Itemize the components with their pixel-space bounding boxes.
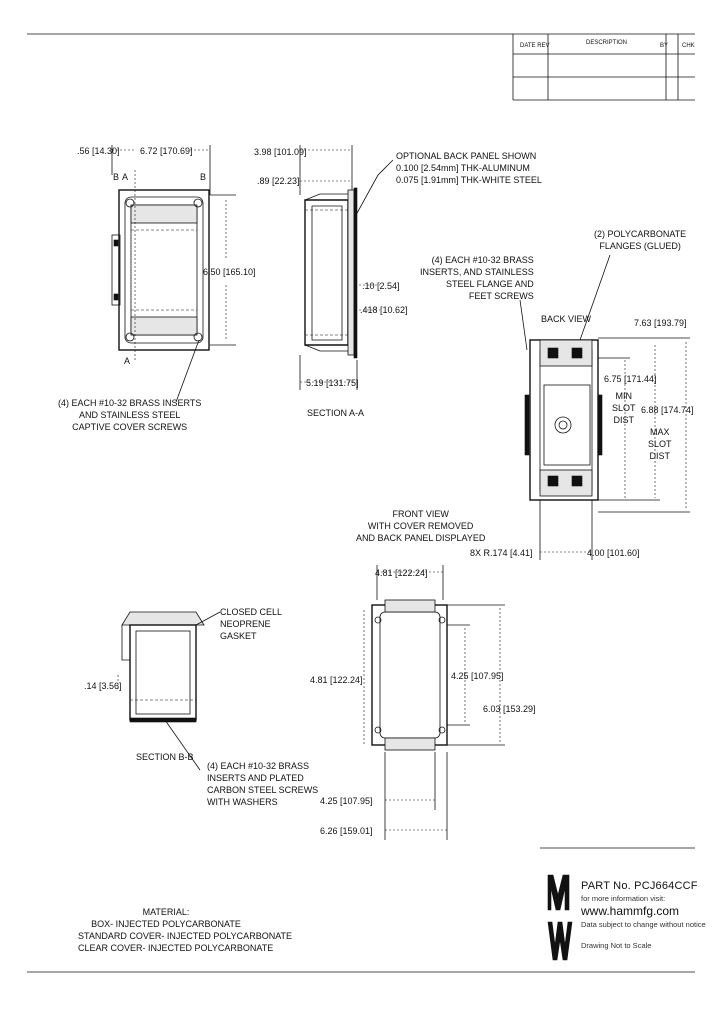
back-view-label: BACK VIEW — [541, 314, 592, 324]
dim-left-label: 4.81 [122.24] — [310, 675, 363, 685]
revision-block: DATE REV DESCRIPTION BY CHK — [512, 34, 695, 101]
note-flanges-line1: (2) POLYCARBONATE — [594, 229, 687, 239]
website-link[interactable]: www.hammfg.com — [581, 904, 680, 918]
min-slot-line3: DIST — [613, 415, 635, 425]
note-polycarbonate-flanges: (2) POLYCARBONATE FLANGES (GLUED) — [594, 228, 686, 252]
max-slot-line3: DIST — [649, 451, 671, 461]
note-back-panel-line3: 0.075 [1.91mm] THK-WHITE STEEL — [396, 175, 542, 185]
dim-radius-label: 8X R.174 [4.41] — [470, 548, 533, 558]
dim-base-label: 5.19 [131.75] — [306, 378, 359, 388]
note-bb-screws: (4) EACH #10-32 BRASS INSERTS AND PLATED… — [207, 760, 318, 808]
note-top-line3: CAPTIVE COVER SCREWS — [72, 422, 188, 432]
rev-col-description: DESCRIPTION — [586, 40, 627, 46]
note-gasket: CLOSED CELL NEOPRENE GASKET — [220, 606, 282, 642]
dim-bb-height-label: .14 [3.56] — [84, 681, 122, 691]
note-gasket-line1: CLOSED CELL — [220, 607, 283, 617]
back-view — [519, 254, 690, 560]
top-view: .56 [14.30] 6.72 [170.69] B A B A — [77, 145, 256, 403]
rev-col-chk: CHK — [682, 43, 695, 49]
front-caption-line1: FRONT VIEW — [392, 509, 449, 519]
note-top-line2: AND STAINLESS STEEL — [79, 410, 181, 420]
title-block: PART No. PCJ664CCF for more information … — [581, 880, 706, 950]
section-bb-label: SECTION B-B — [136, 752, 194, 762]
dim-overall-label: 7.63 [193.79] — [634, 318, 687, 328]
note-back-inserts-line4: FEET SCREWS — [468, 291, 534, 301]
dim-min-slot-label: 6.75 [171.44] — [604, 374, 657, 384]
part-number: PART No. PCJ664CCF — [581, 880, 698, 892]
min-slot-dist: MIN SLOT DIST — [612, 390, 636, 426]
hammond-logo — [547, 874, 573, 961]
note-back-inserts-line3: STEEL FLANGE AND — [446, 279, 534, 289]
note-gasket-line2: NEOPRENE — [220, 619, 271, 629]
visit-text: for more information visit: — [581, 894, 666, 903]
note-bb-line3: CARBON STEEL SCREWS — [207, 785, 319, 795]
max-slot-dist: MAX SLOT DIST — [648, 426, 672, 462]
max-slot-line2: SLOT — [648, 439, 672, 449]
dim-top-label: 4.81 [122.24] — [375, 568, 428, 578]
front-caption-line3: AND BACK PANEL DISPLAYED — [356, 533, 486, 543]
front-caption-line2: WITH COVER REMOVED — [367, 521, 474, 531]
note-back-inserts-line1: (4) EACH #10-32 BRASS — [431, 255, 534, 265]
dim-depth-label: 3.98 [101.09] — [254, 147, 307, 157]
section-a-left: A — [122, 172, 128, 182]
note-top-view-inserts: (4) EACH #10-32 BRASS INSERTS AND STAINL… — [58, 397, 201, 433]
material-line1: BOX- INJECTED POLYCARBONATE — [91, 919, 241, 929]
dim-inner-label: 4.25 [107.95] — [451, 671, 504, 681]
material-block: MATERIAL: BOX- INJECTED POLYCARBONATE ST… — [78, 906, 293, 954]
dim-flange-label: .56 [14.30] — [77, 146, 120, 156]
section-aa-view — [299, 145, 394, 390]
note-back-panel-line2: 0.100 [2.54mm] THK-ALUMINUM — [396, 163, 530, 173]
note-back-panel: OPTIONAL BACK PANEL SHOWN 0.100 [2.54mm]… — [396, 150, 542, 186]
dim-slot2-label: .418 [10.62] — [360, 305, 408, 315]
dim-outer-label: 6.03 [153.29] — [483, 704, 536, 714]
disclaimer-text: Data subject to change without notice — [581, 920, 706, 929]
rev-col-date: DATE REV — [520, 43, 550, 49]
max-slot-line1: MAX — [650, 427, 670, 437]
note-bb-line2: INSERTS AND PLATED — [207, 773, 304, 783]
dim-bottom2-label: 6.26 [159.01] — [320, 826, 373, 836]
front-view — [363, 565, 505, 840]
dim-slot-label: .10 [2.54] — [362, 281, 400, 291]
rev-col-by: BY — [660, 43, 668, 49]
note-bb-line4: WITH WASHERS — [207, 797, 278, 807]
min-slot-line2: SLOT — [612, 403, 636, 413]
section-b-left: B — [113, 172, 119, 182]
note-back-inserts: (4) EACH #10-32 BRASS INSERTS, AND STAIN… — [420, 254, 534, 302]
note-top-line1: (4) EACH #10-32 BRASS INSERTS — [58, 398, 202, 408]
dim-max-slot-label: 6.88 [174.74] — [641, 405, 694, 415]
front-view-caption: FRONT VIEW WITH COVER REMOVED AND BACK P… — [356, 508, 485, 544]
scale-note: Drawing Not to Scale — [581, 941, 652, 950]
min-slot-line1: MIN — [615, 391, 633, 401]
section-b-right: B — [200, 172, 206, 182]
material-line2: STANDARD COVER- INJECTED POLYCARBONATE — [78, 931, 293, 941]
dim-lip-label: .89 [22.23] — [257, 176, 300, 186]
dim-back-width-label: 4.00 [101.60] — [587, 548, 640, 558]
material-line3: CLEAR COVER- INJECTED POLYCARBONATE — [78, 943, 274, 953]
section-bb-view — [117, 611, 221, 771]
dim-bottom1-label: 4.25 [107.95] — [320, 796, 373, 806]
note-gasket-line3: GASKET — [220, 631, 257, 641]
section-aa-label: SECTION A-A — [307, 408, 364, 418]
note-flanges-line2: FLANGES (GLUED) — [599, 241, 681, 251]
note-back-inserts-line2: INSERTS, AND STAINLESS — [420, 267, 534, 277]
note-bb-line1: (4) EACH #10-32 BRASS — [207, 761, 310, 771]
dim-height-label: 6.50 [165.10] — [203, 267, 256, 277]
note-back-panel-line1: OPTIONAL BACK PANEL SHOWN — [396, 151, 537, 161]
section-a-bottom: A — [124, 356, 130, 366]
dim-width-label: 6.72 [170.69] — [140, 146, 193, 156]
material-heading: MATERIAL: — [142, 907, 190, 917]
